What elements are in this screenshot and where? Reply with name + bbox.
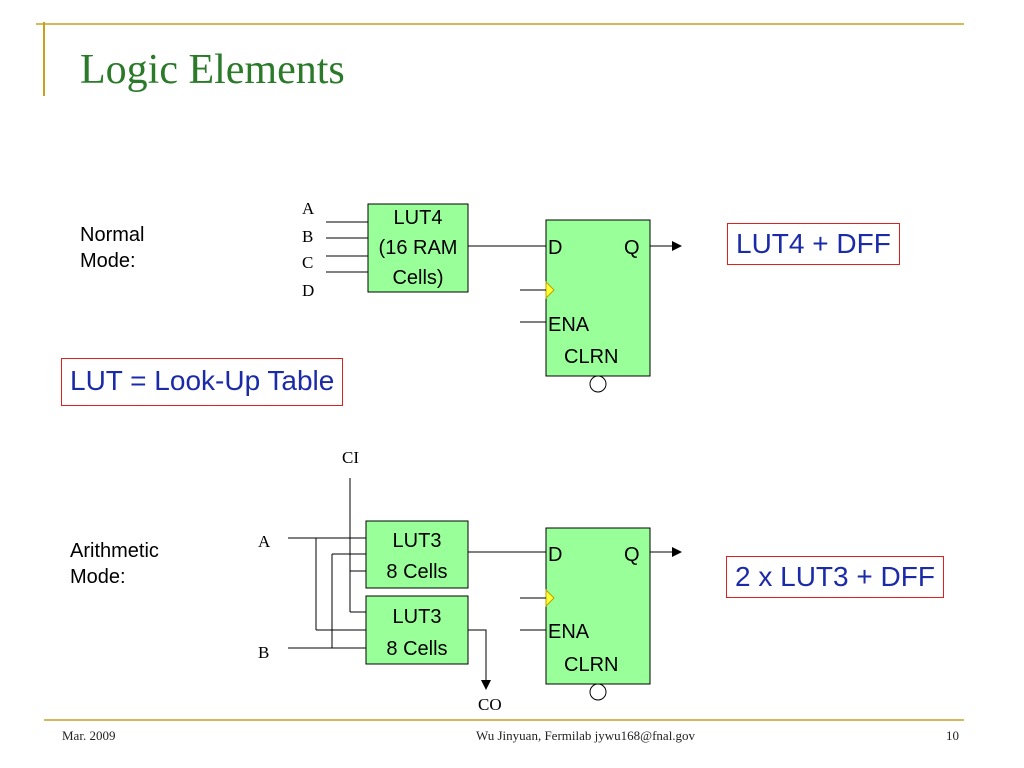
- footer-page-number: 10: [946, 728, 959, 743]
- normal-input-b: B: [302, 227, 313, 246]
- arith-mode-label: Arithmetic Mode:: [70, 538, 159, 590]
- arith-mode-label-1: Arithmetic: [70, 540, 159, 562]
- normal-mode-diagram: A B C D LUT4 (16 RAM Cells) D Q ENA CLRN: [302, 199, 682, 393]
- normal-mode-label: Normal Mode:: [80, 222, 144, 274]
- arith-co-label: CO: [478, 695, 502, 714]
- lut4-label-3: Cells): [392, 267, 443, 289]
- normal-dff-clrn: CLRN: [564, 346, 618, 368]
- lut3-bottom-label-1: LUT3: [393, 606, 442, 628]
- arith-dff-clrn: CLRN: [564, 654, 618, 676]
- normal-clrn-bubble: [589, 375, 607, 393]
- normal-mode-note: LUT4 + DFF: [727, 223, 900, 265]
- normal-mode-label-2: Mode:: [80, 250, 136, 272]
- normal-input-d: D: [302, 281, 314, 300]
- footer-author: Wu Jinyuan, Fermilab jywu168@fnal.gov: [476, 728, 696, 743]
- normal-dff-q: Q: [624, 237, 640, 259]
- arith-dff-q: Q: [624, 544, 640, 566]
- lut3-bottom-block: [365, 595, 469, 665]
- footer-date: Mar. 2009: [62, 728, 116, 743]
- arith-dff-d: D: [548, 544, 562, 566]
- arith-input-a: A: [258, 532, 271, 551]
- arith-dff-block: [545, 527, 651, 685]
- arith-clrn-bubble: [589, 683, 607, 701]
- normal-dff-ena: ENA: [548, 314, 590, 336]
- normal-input-a: A: [302, 199, 315, 218]
- arith-input-b: B: [258, 643, 269, 662]
- lut3-top-label-2: 8 Cells: [386, 561, 447, 583]
- arith-mode-note: 2 x LUT3 + DFF: [726, 556, 944, 598]
- normal-mode-label-1: Normal: [80, 224, 145, 246]
- arith-mode-label-2: Mode:: [70, 566, 126, 588]
- lut4-label-1: LUT4: [394, 207, 443, 229]
- arith-mode-diagram: CI A B LUT3 8 Cells LUT3 8 Cells: [258, 448, 682, 714]
- slide-title: Logic Elements: [80, 47, 345, 93]
- lut4-label-2: (16 RAM: [379, 237, 458, 259]
- arith-co-wire: [468, 629, 487, 680]
- lut-definition-note: LUT = Look-Up Table: [61, 358, 344, 406]
- lut3-top-label-1: LUT3: [393, 530, 442, 552]
- lut3-top-block: [365, 520, 469, 589]
- normal-input-c: C: [302, 253, 313, 272]
- arith-dff-ena: ENA: [548, 621, 590, 643]
- arith-q-arrowhead: [672, 547, 682, 557]
- normal-q-arrowhead: [672, 241, 682, 251]
- normal-dff-d: D: [548, 237, 562, 259]
- arith-co-arrowhead: [481, 680, 491, 690]
- lut4-block: [367, 203, 469, 293]
- arith-ci-label: CI: [342, 448, 359, 467]
- lut3-bottom-label-2: 8 Cells: [386, 638, 447, 660]
